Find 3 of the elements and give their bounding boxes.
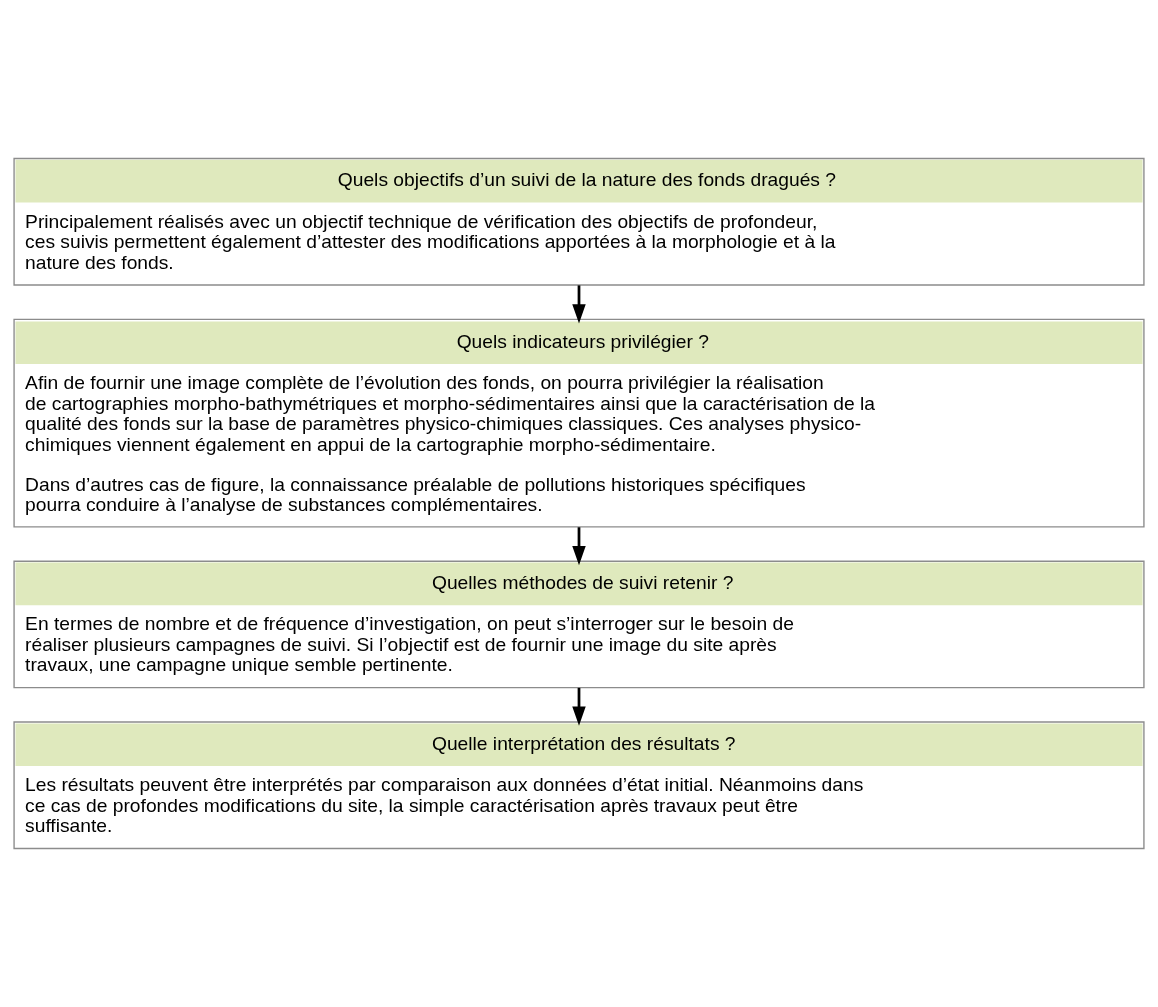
arrow (572, 527, 586, 566)
arrow (572, 687, 586, 726)
arrow (572, 285, 586, 324)
